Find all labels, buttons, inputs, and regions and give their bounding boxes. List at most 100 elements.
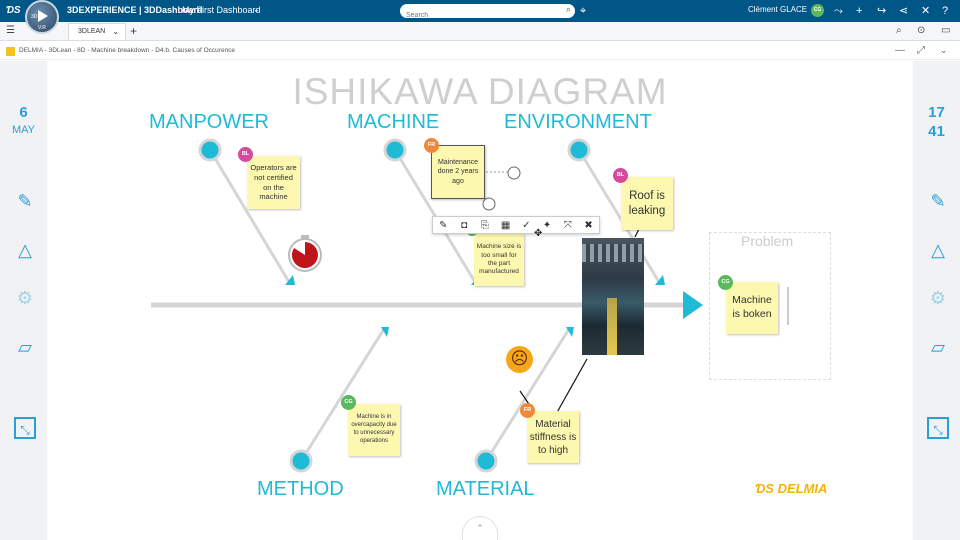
sad-face-icon: ☹ bbox=[506, 346, 533, 373]
widget-title: DELMIA - 3DLean - 8D - Machine breakdown… bbox=[19, 47, 236, 54]
badge-bl[interactable]: BL bbox=[238, 147, 253, 162]
chevron-down-icon[interactable]: ⌄ bbox=[940, 45, 948, 55]
fit-screen-icon[interactable]: ⤡ bbox=[14, 417, 36, 439]
node-manpower[interactable] bbox=[198, 138, 222, 162]
bone-method bbox=[299, 328, 386, 462]
resize-handle[interactable] bbox=[507, 166, 521, 180]
chat-icon[interactable]: ▭ bbox=[941, 25, 951, 36]
diagram-title: ISHIKAWA DIAGRAM bbox=[292, 71, 668, 112]
date-day: 6 bbox=[19, 104, 28, 121]
problem-label: Problem bbox=[741, 233, 794, 249]
network-icon[interactable]: ⋖ bbox=[899, 5, 909, 17]
chevron-down-icon[interactable]: ⌄ bbox=[112, 27, 119, 36]
compass-button[interactable]: 3D V.R bbox=[25, 0, 59, 34]
node-environment[interactable] bbox=[567, 138, 591, 162]
dashboard-selector[interactable]: My First Dashboard bbox=[182, 5, 261, 15]
check-icon[interactable]: ✓ bbox=[522, 219, 531, 231]
chevron-down-icon[interactable]: ⌄ bbox=[253, 5, 260, 14]
fit-screen-icon[interactable]: ⤡ bbox=[927, 417, 949, 439]
node-machine[interactable] bbox=[383, 138, 407, 162]
user-avatar[interactable]: CG bbox=[811, 4, 824, 17]
note-machine-broken[interactable]: Machine is boken bbox=[726, 282, 778, 334]
compass-version: V.R bbox=[38, 25, 46, 31]
note-overcapacity[interactable]: Machine is in overcapacity due to unnece… bbox=[348, 404, 400, 456]
note-roof[interactable]: Roof is leaking bbox=[621, 177, 673, 230]
node-method[interactable] bbox=[289, 449, 313, 473]
top-bar: ƊS 3DEXPERIENCE | 3DDashboard My First D… bbox=[0, 0, 960, 23]
minimize-icon[interactable]: — bbox=[895, 45, 905, 56]
problem-box[interactable] bbox=[709, 232, 831, 380]
note-material[interactable]: Material stiffness is to high bbox=[527, 411, 579, 463]
tag-icon[interactable]: ⌖ bbox=[580, 5, 587, 17]
move-cursor-icon: ✥ bbox=[534, 228, 543, 239]
search-box[interactable]: ⌕ bbox=[400, 4, 575, 23]
edit-icon[interactable]: ✎ bbox=[439, 219, 448, 231]
widget-icon bbox=[6, 47, 15, 56]
view-icon[interactable]: ⊙ bbox=[917, 25, 926, 36]
floor-lane bbox=[607, 298, 617, 355]
brand-title: 3DEXPERIENCE | 3DDashboard bbox=[67, 5, 203, 15]
tab-3dlean[interactable]: 3DLEAN ⌄ bbox=[68, 23, 126, 40]
search-tools-icon[interactable]: ⌕ bbox=[896, 25, 902, 36]
category-environment[interactable]: ENVIRONMENT bbox=[504, 111, 652, 133]
badge-fr[interactable]: FR bbox=[520, 403, 535, 418]
add-tab-icon[interactable]: + bbox=[130, 24, 138, 38]
tab-label: 3DLEAN bbox=[78, 28, 106, 35]
node-material[interactable] bbox=[474, 449, 498, 473]
settings-icon[interactable]: ⚙ bbox=[929, 288, 947, 308]
bone-arrow-icon bbox=[655, 275, 665, 285]
factory-photo[interactable] bbox=[582, 238, 644, 355]
help-icon[interactable]: ? bbox=[942, 5, 949, 17]
user-name[interactable]: Clément GLACE bbox=[748, 5, 808, 14]
edit-note-icon[interactable]: ✎ bbox=[17, 191, 33, 211]
shapes-icon[interactable]: △ bbox=[18, 240, 32, 260]
search-icon[interactable]: ⌕ bbox=[565, 4, 571, 14]
note-machine-size[interactable]: Machine size is too small for the part m… bbox=[474, 234, 524, 286]
category-material[interactable]: MATERIAL bbox=[436, 478, 535, 500]
trash-icon[interactable]: ✖ bbox=[584, 219, 593, 231]
badge-cg[interactable]: CG bbox=[341, 395, 356, 410]
link-icon[interactable]: ⤧ bbox=[563, 219, 572, 231]
ds-logo-icon: ƊS bbox=[6, 5, 21, 16]
calendar-icon[interactable]: ▦ bbox=[500, 219, 511, 231]
note-maintenance[interactable]: Maintenance done 2 years ago bbox=[431, 145, 485, 199]
folder-icon[interactable]: ▱ bbox=[931, 337, 945, 357]
time-minute: 41 bbox=[928, 123, 945, 140]
note-toolbar: ✎ ◘ ⎘ ▦ ✓ ✦ ⤧ ✖ bbox=[432, 216, 600, 234]
menu-icon[interactable]: ☰ bbox=[6, 25, 15, 36]
badge-cg[interactable]: CG bbox=[718, 275, 733, 290]
time-hour: 17 bbox=[928, 104, 945, 121]
camera-icon[interactable]: ◘ bbox=[461, 219, 468, 231]
shapes-icon[interactable]: △ bbox=[931, 240, 945, 260]
tools-icon[interactable]: ✕ bbox=[921, 5, 931, 17]
widget-header: DELMIA - 3DLean - 8D - Machine breakdown… bbox=[0, 43, 960, 60]
forward-icon[interactable]: ↪ bbox=[877, 5, 887, 17]
edit-note-icon[interactable]: ✎ bbox=[930, 191, 946, 211]
play-icon bbox=[38, 10, 48, 22]
tab-bar: ☰ 3DLEAN ⌄ + ⌕ ⊙ ▭ bbox=[0, 22, 960, 41]
left-sidebar: 6 MAY ✎ △ ⚙ ▱ ⤡ bbox=[0, 61, 47, 540]
bone-arrow-icon bbox=[566, 327, 574, 337]
search-input[interactable] bbox=[400, 8, 550, 23]
note-operators[interactable]: Operators are not certified on the machi… bbox=[247, 156, 300, 209]
folder-icon[interactable]: ▱ bbox=[18, 337, 32, 357]
category-method[interactable]: METHOD bbox=[257, 478, 344, 500]
ceiling-lights bbox=[582, 244, 644, 262]
spine-arrow-icon bbox=[683, 291, 703, 319]
bone-arrow-icon bbox=[381, 327, 389, 337]
diagram-canvas[interactable]: ISHIKAWA DIAGRAM MANPOWER MACHINE ENVIRO… bbox=[47, 61, 913, 540]
compass-label: 3D bbox=[31, 14, 38, 20]
add-icon[interactable]: + bbox=[856, 5, 863, 17]
right-sidebar: 17 41 ✎ △ ⚙ ▱ ⤡ bbox=[913, 61, 960, 540]
share-icon[interactable]: ⤳ bbox=[834, 5, 843, 17]
settings-icon[interactable]: ⚙ bbox=[16, 288, 34, 308]
badge-bl[interactable]: BL bbox=[613, 168, 628, 183]
badge-fr[interactable]: FR bbox=[424, 138, 439, 153]
chevron-up-icon: ⌃ bbox=[476, 523, 484, 533]
resize-handle[interactable] bbox=[482, 197, 496, 211]
category-machine[interactable]: MACHINE bbox=[347, 111, 440, 133]
copy-icon[interactable]: ⎘ bbox=[480, 219, 489, 231]
category-manpower[interactable]: MANPOWER bbox=[149, 111, 269, 133]
pin-icon[interactable]: ✦ bbox=[542, 219, 552, 231]
maximize-icon[interactable]: ⤢ bbox=[917, 45, 925, 56]
